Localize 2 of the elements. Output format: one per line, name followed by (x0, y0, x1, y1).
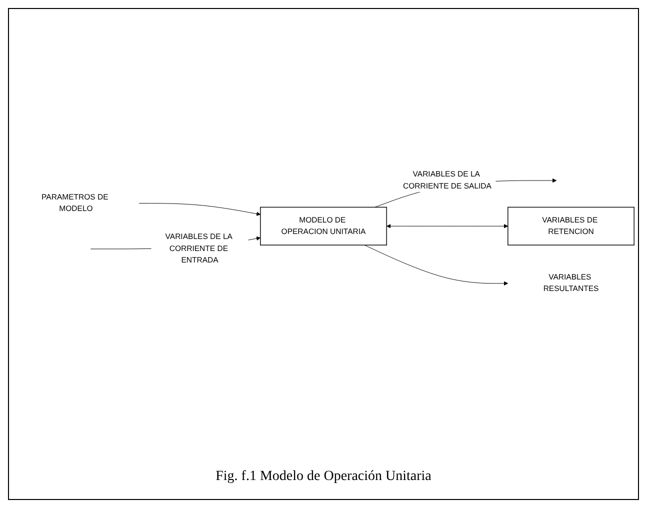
arrow (386, 224, 508, 229)
figure-caption: Fig. f.1 Modelo de Operación Unitaria (214, 468, 432, 486)
